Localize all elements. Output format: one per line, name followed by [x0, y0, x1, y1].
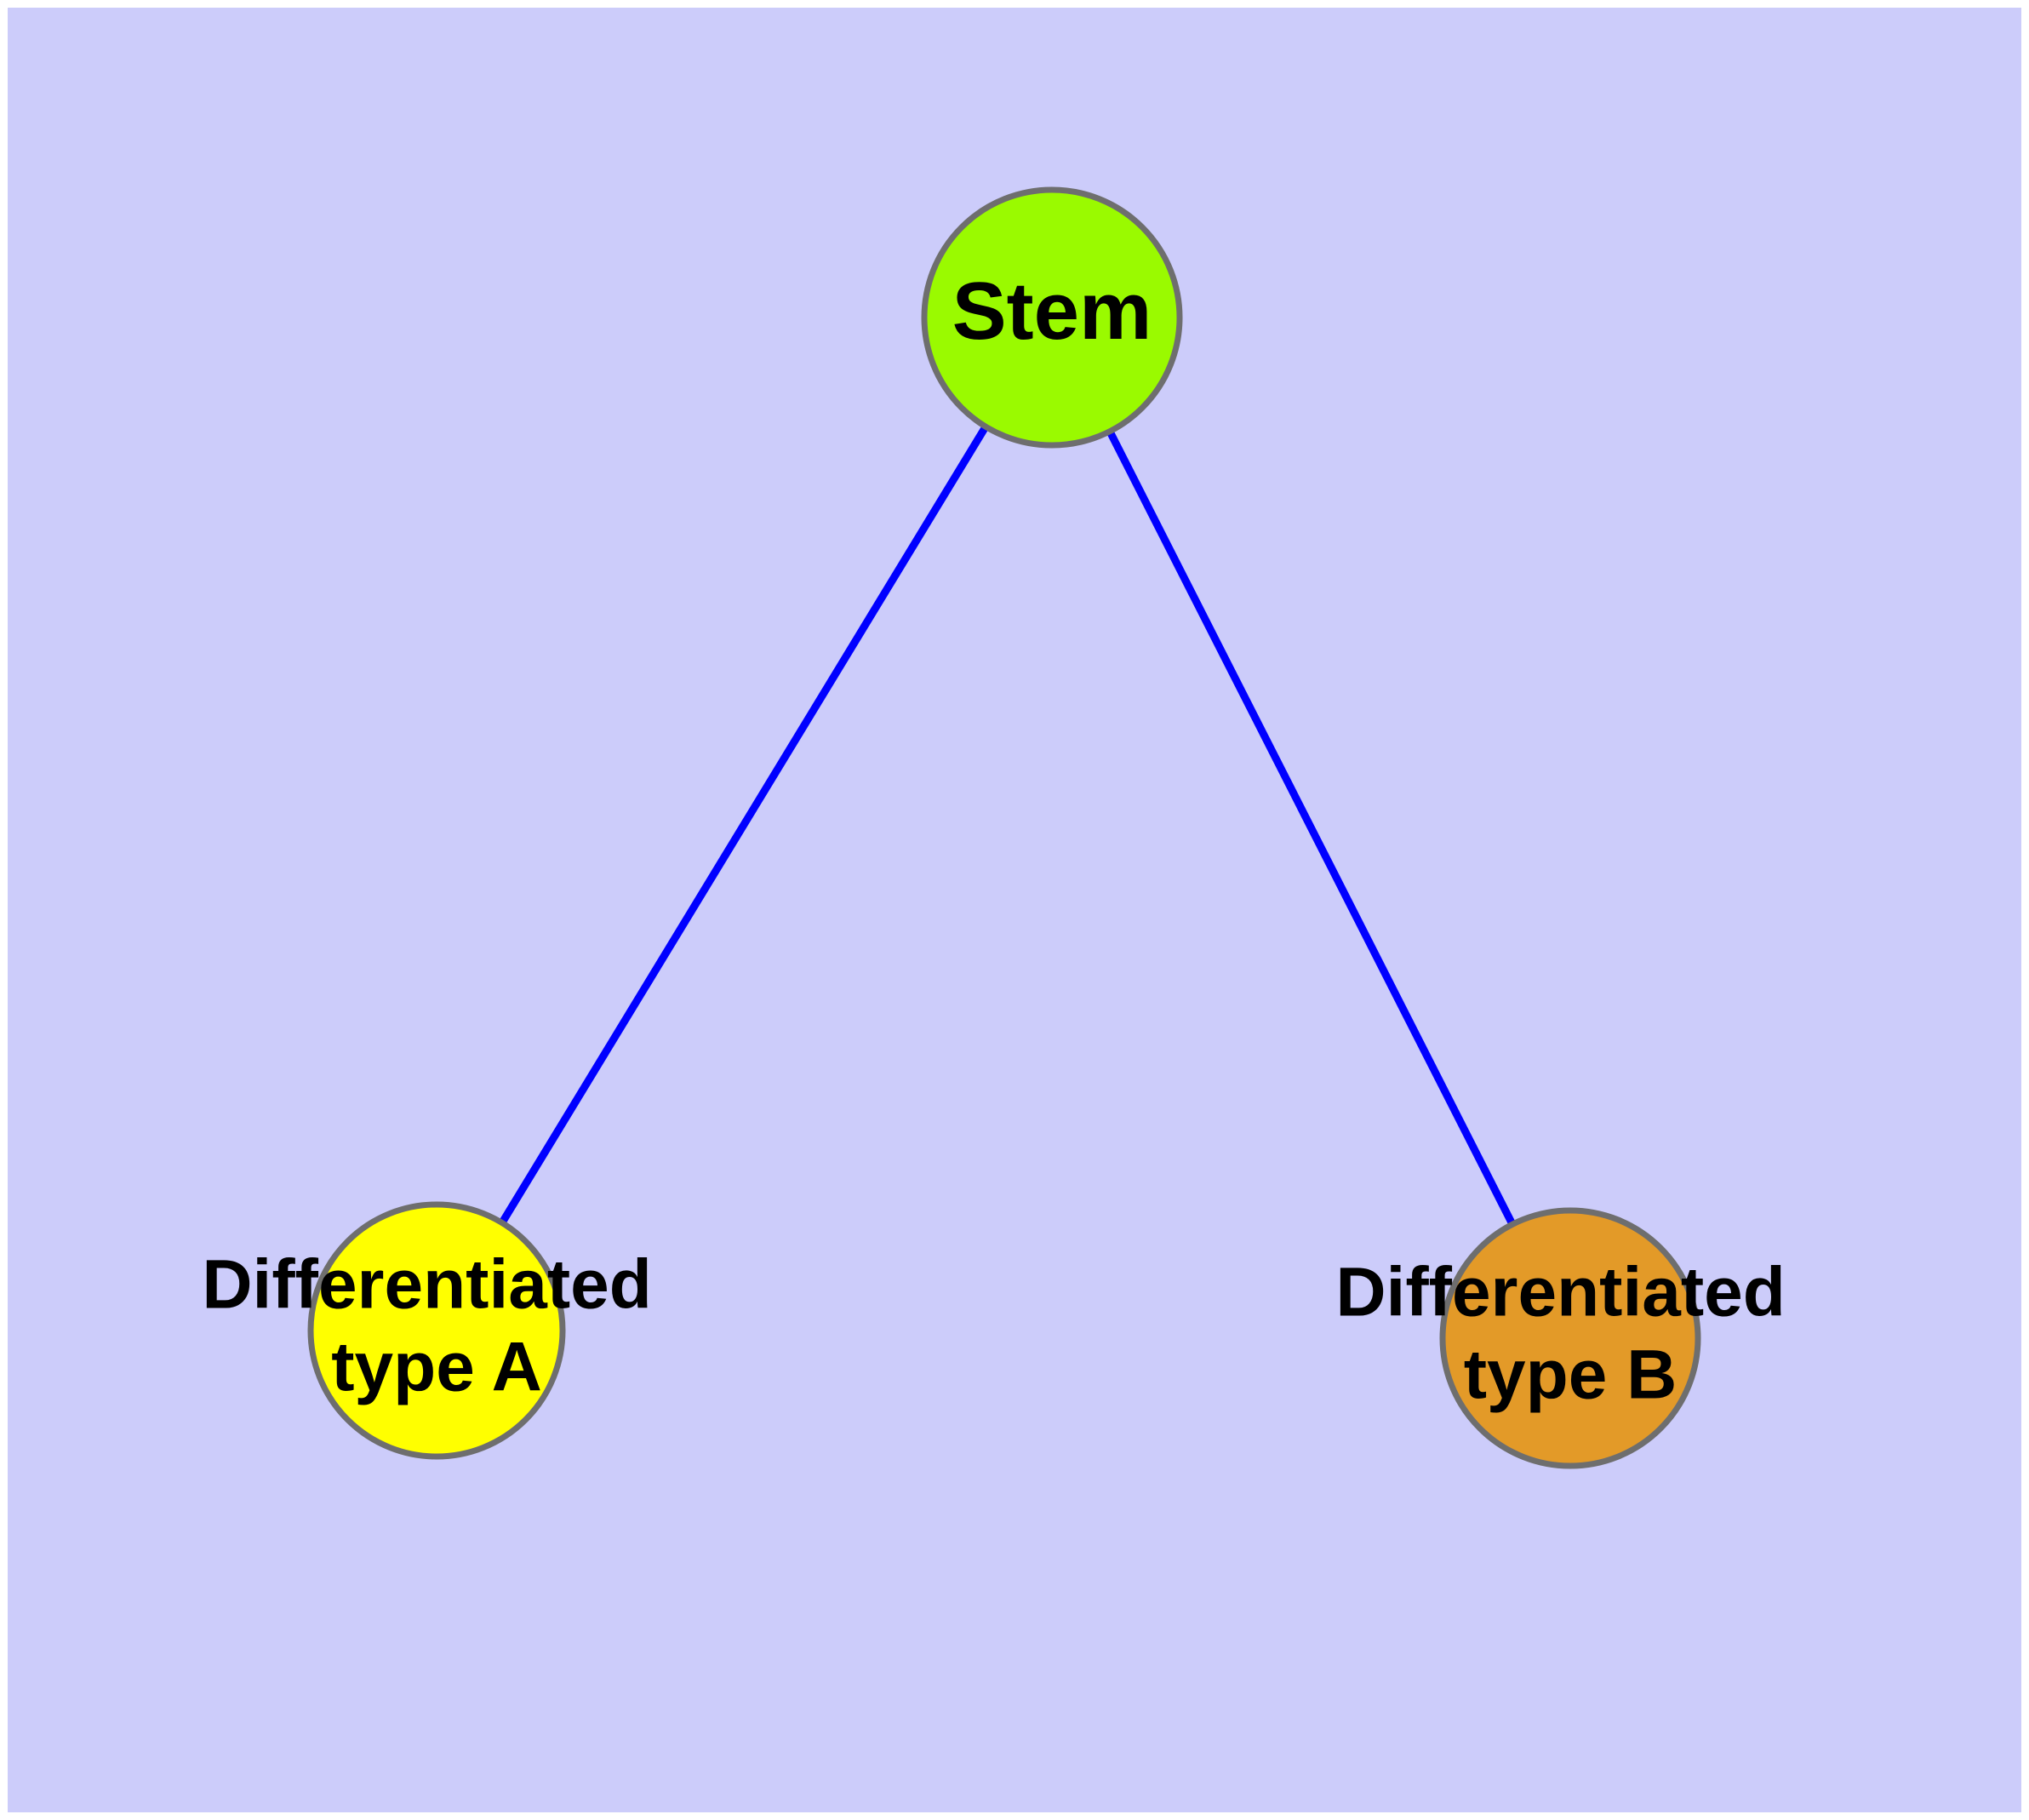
node-stem-label-line-1: Stem [952, 266, 1152, 357]
node-diff-a-label: Differentiated type A [202, 1245, 671, 1405]
node-diff-b-label-line-2: type B [1464, 1336, 1677, 1413]
edges-layer [500, 426, 1516, 1225]
node-stem-label: Stem [952, 266, 1152, 357]
node-diff-b[interactable] [1439, 1207, 1701, 1469]
node-diff-b-label: Differentiated type B [1335, 1253, 1804, 1413]
nodes-layer [307, 186, 1701, 1469]
node-diff-b-circle[interactable] [1439, 1207, 1701, 1469]
node-stem[interactable] [921, 186, 1183, 449]
edge-stem-to-diff-a[interactable] [500, 426, 988, 1224]
labels-layer: Stem Differentiated type A Differentiate… [202, 266, 1804, 1413]
node-diff-a[interactable] [307, 1201, 566, 1460]
edge-stem-to-diff-b[interactable] [1106, 431, 1516, 1225]
node-diff-a-label-line-2: type A [331, 1328, 542, 1405]
node-diff-a-circle[interactable] [307, 1201, 566, 1460]
node-diff-b-label-line-1: Differentiated [1335, 1253, 1786, 1331]
node-stem-circle[interactable] [921, 186, 1183, 449]
node-diff-a-label-line-1: Differentiated [202, 1245, 652, 1323]
